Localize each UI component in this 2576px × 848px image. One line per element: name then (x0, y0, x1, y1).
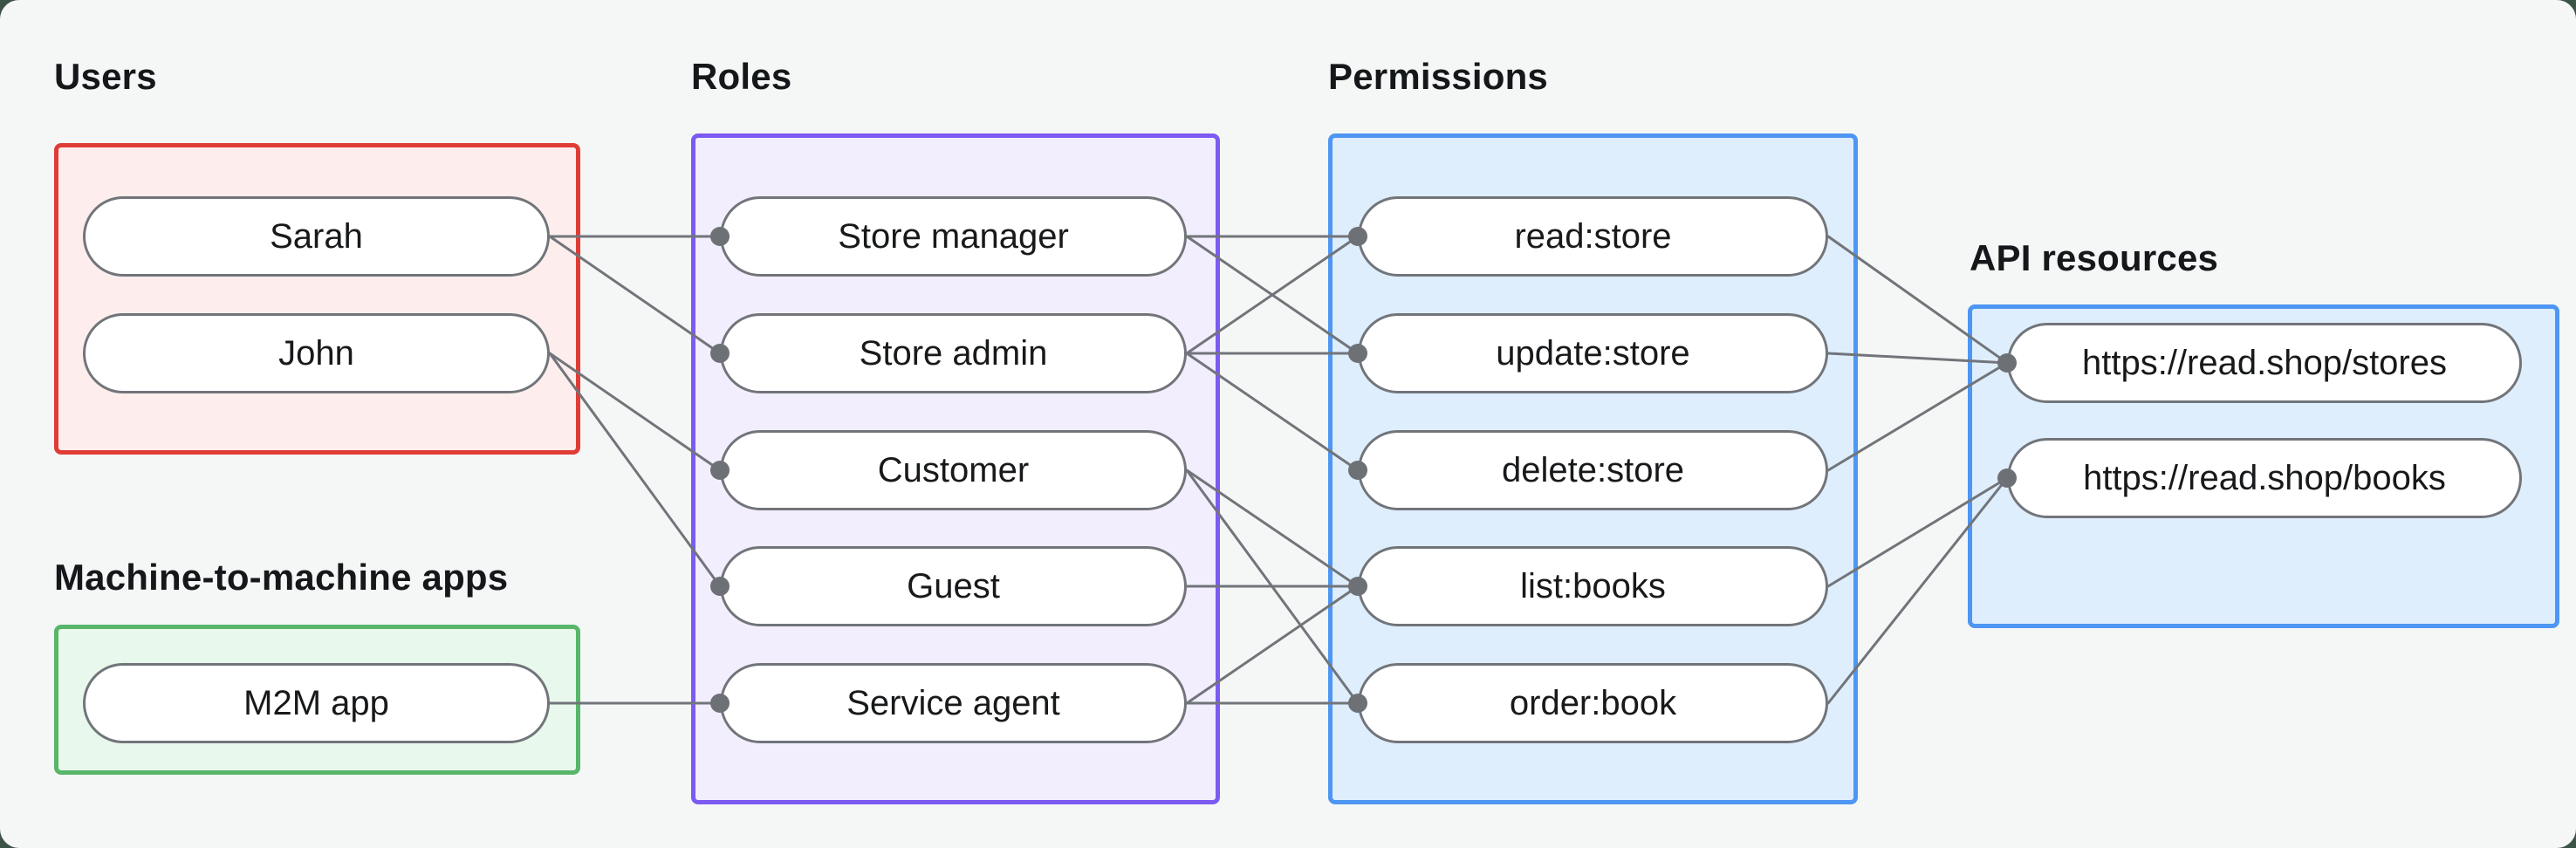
node-user-sarah: Sarah (83, 196, 550, 277)
m2m-apps-group-title: Machine-to-machine apps (54, 557, 509, 598)
node-role-store-admin: Store admin (720, 313, 1187, 393)
node-permission-delete-store: delete:store (1358, 430, 1828, 510)
node-permission-list-books: list:books (1358, 546, 1828, 626)
node-permission-update-store: update:store (1358, 313, 1828, 393)
node-permission-read-store: read:store (1358, 196, 1828, 277)
node-api-resource-stores: https://read.shop/stores (2007, 323, 2522, 403)
node-m2m-app: M2M app (83, 663, 550, 743)
api-resources-group-title: API resources (1970, 237, 2219, 278)
node-role-customer: Customer (720, 430, 1187, 510)
roles-group-title: Roles (691, 56, 792, 97)
users-group-box (54, 143, 580, 455)
node-role-service-agent: Service agent (720, 663, 1187, 743)
node-permission-order-book: order:book (1358, 663, 1828, 743)
node-user-john: John (83, 313, 550, 393)
node-role-guest: Guest (720, 546, 1187, 626)
users-group-title: Users (54, 56, 157, 97)
permissions-group-title: Permissions (1328, 56, 1548, 97)
node-role-store-manager: Store manager (720, 196, 1187, 277)
node-api-resource-books: https://read.shop/books (2007, 438, 2522, 518)
